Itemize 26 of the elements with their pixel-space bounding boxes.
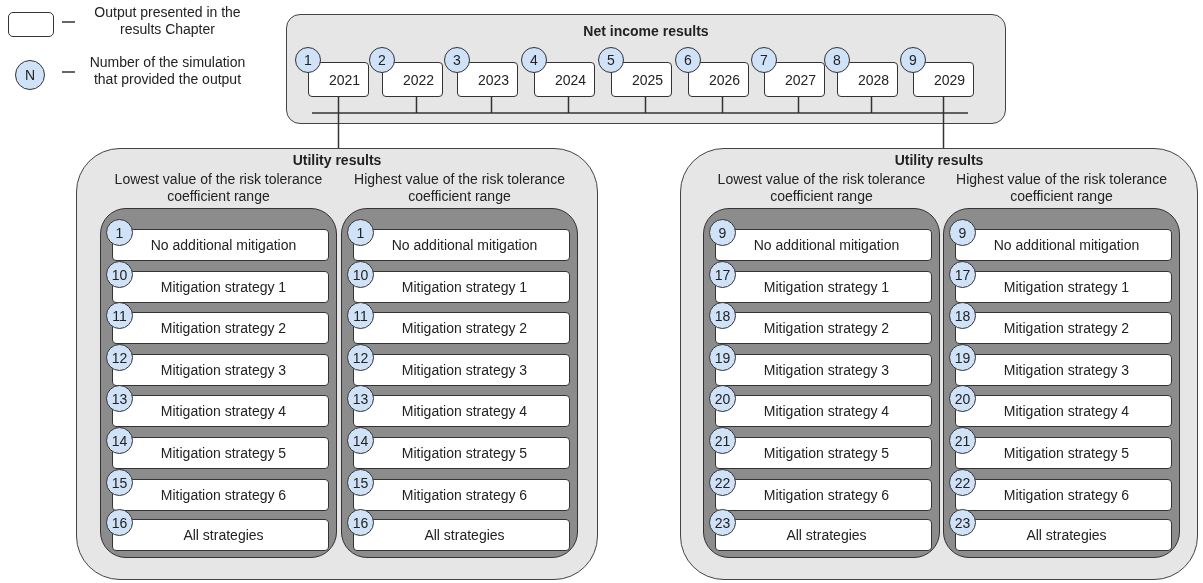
connector-line [942,95,945,149]
group-panel [76,148,598,580]
column-heading: Highest value of the risk tolerance coefficient range [353,171,566,205]
number-circle: 5 [598,47,624,73]
group-panel [680,148,1198,580]
legend-text: Output presented in the results Chapter [93,4,242,38]
group-panel [286,14,1006,124]
panel-title: Net income results [582,23,710,39]
number-circle: 2 [369,47,395,73]
year-box: 2027 [764,62,825,97]
year-box: 2022 [382,62,443,97]
number-circle: 3 [444,47,470,73]
panel-title: Utility results [893,152,985,168]
number-circle: 7 [751,47,777,73]
number-circle: 4 [521,47,547,73]
panel-title: Utility results [291,152,383,168]
legend-swatch: N [15,60,45,90]
number-circle: 9 [900,47,926,73]
legend-text: Number of the simulation that provided the output [88,54,247,88]
column-heading: Lowest value of the risk tolerance coefficient range [113,171,324,205]
column-heading: Highest value of the risk tolerance coefficient range [955,171,1168,205]
number-circle: 6 [675,47,701,73]
connector-line [337,95,340,149]
number-circle: 8 [824,47,850,73]
column-heading: Lowest value of the risk tolerance coefficient range [716,171,927,205]
number-circle: 1 [295,47,321,73]
